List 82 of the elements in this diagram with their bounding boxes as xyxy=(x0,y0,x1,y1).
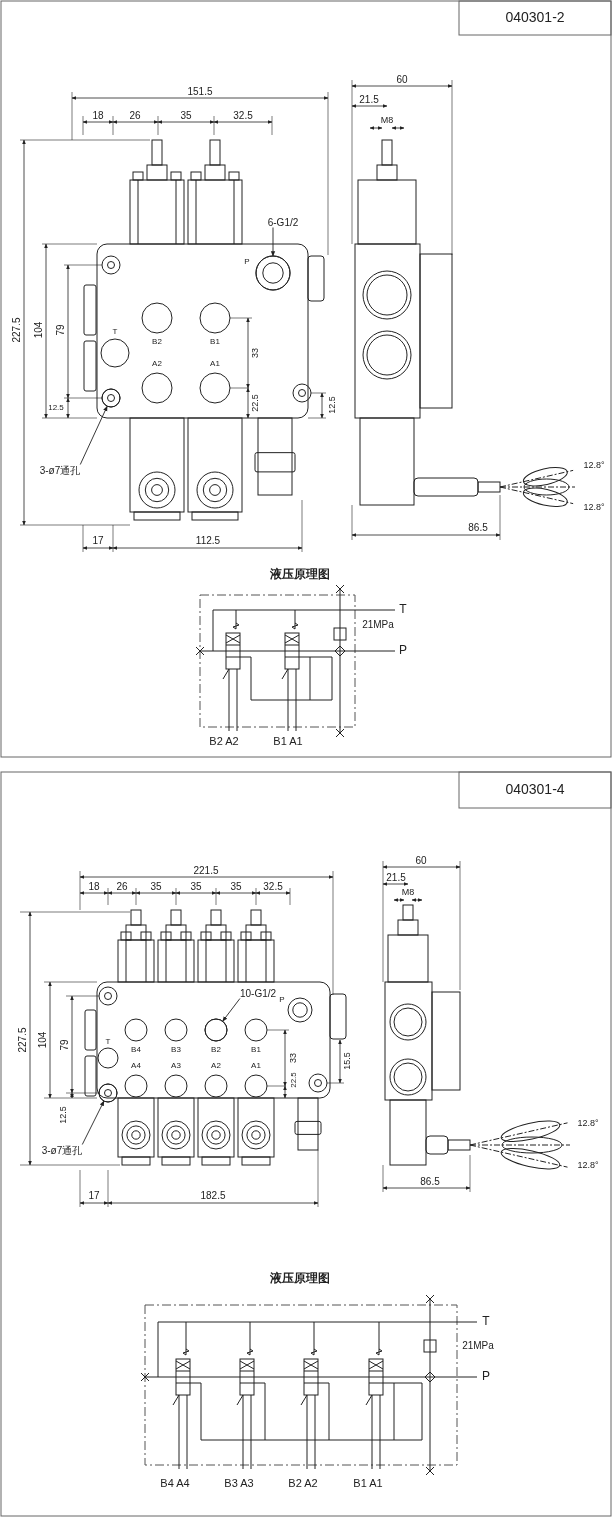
note-text: 10-G1/2 xyxy=(239,987,277,999)
angle-value: 12.8° xyxy=(583,503,605,513)
dimension-value: 12.5 xyxy=(328,396,338,414)
dimension-value: 182.5 xyxy=(200,1189,226,1201)
dimension-value: 12.5 xyxy=(48,403,64,413)
dimension-value: 35 xyxy=(150,880,162,892)
note-text: 6-G1/2 xyxy=(267,216,299,228)
port-label: A2 xyxy=(211,1061,221,1071)
dimension-value: 33 xyxy=(251,348,261,358)
port-label: T xyxy=(105,1037,111,1047)
dimension-value: 21.5 xyxy=(386,871,406,883)
dimension-value: 227.5 xyxy=(10,317,22,343)
thread-size: M8 xyxy=(380,116,394,126)
port-pair-label: B2 A2 xyxy=(209,734,239,748)
dimension-value: 60 xyxy=(396,73,408,85)
pressure-value: 21MPa xyxy=(362,618,394,630)
angle-value: 12.8° xyxy=(583,461,605,471)
dimension-value: 35 xyxy=(180,109,192,121)
dimension-value: 112.5 xyxy=(195,534,221,546)
dimension-value: 32.5 xyxy=(233,109,253,121)
port-label: B2 xyxy=(152,337,162,347)
dimension-value: 104 xyxy=(36,1031,48,1049)
mounting-hole xyxy=(98,1083,118,1103)
port-pair-label: B2 A2 xyxy=(288,1476,318,1490)
port-pair-label: B4 A4 xyxy=(160,1476,190,1490)
dimension-value: 35 xyxy=(230,880,242,892)
schematic-title: 液压原理图 xyxy=(270,568,330,582)
port-label: B1 xyxy=(210,337,220,347)
dimension-value: 227.5 xyxy=(16,1027,28,1053)
dimension-value: 18 xyxy=(88,880,100,892)
dimension-value: 21.5 xyxy=(359,93,379,105)
port-label: B4 xyxy=(131,1045,141,1055)
dimension-value: 86.5 xyxy=(420,1175,440,1187)
dimension-value: 151.5 xyxy=(187,85,213,97)
dimension-value: 17 xyxy=(88,1189,100,1201)
mounting-hole xyxy=(101,388,121,408)
angle-value: 12.8° xyxy=(577,1161,599,1171)
port-label: B1 xyxy=(251,1045,261,1055)
thread-size: M8 xyxy=(401,888,415,898)
port-label: P xyxy=(399,644,407,658)
note-text: 3-ø7通孔 xyxy=(39,464,81,476)
port-label: T xyxy=(399,603,407,617)
port-pair-label: B1 A1 xyxy=(273,734,303,748)
port-opening xyxy=(204,1018,228,1042)
dimension-value: 26 xyxy=(129,109,141,121)
dimension-value: 33 xyxy=(289,1053,299,1063)
dimension-value: 12.5 xyxy=(59,1106,69,1124)
angle-value: 12.8° xyxy=(577,1119,599,1129)
dimension-value: 60 xyxy=(415,854,427,866)
dimension-value: 35 xyxy=(190,880,202,892)
port-label: B3 xyxy=(171,1045,181,1055)
pressure-value: 21MPa xyxy=(462,1339,494,1351)
port-label: B2 xyxy=(211,1045,221,1055)
port-label: A2 xyxy=(152,359,162,369)
dimension-value: 79 xyxy=(58,1039,70,1051)
port-pair-label: B1 A1 xyxy=(353,1476,383,1490)
drawing-number: 040301-4 xyxy=(505,782,565,798)
port-label: A3 xyxy=(171,1061,181,1071)
dimension-value: 15.5 xyxy=(343,1052,353,1070)
port-label: A1 xyxy=(251,1061,261,1071)
port-label: A1 xyxy=(210,359,220,369)
dimension-value: 17 xyxy=(92,534,104,546)
dimension-value: 32.5 xyxy=(263,880,283,892)
port-label: P xyxy=(279,995,285,1005)
port-label: T xyxy=(482,1315,490,1329)
note-text: 3-ø7通孔 xyxy=(41,1144,83,1156)
dimension-value: 26 xyxy=(116,880,128,892)
drawing-number: 040301-2 xyxy=(505,10,565,26)
port-opening xyxy=(255,255,291,291)
dimension-value: 18 xyxy=(92,109,104,121)
port-label: T xyxy=(112,327,118,337)
port-label: A4 xyxy=(131,1061,141,1071)
dimension-value: 86.5 xyxy=(468,521,488,533)
port-label: P xyxy=(482,1370,490,1384)
schematic-title: 液压原理图 xyxy=(270,1272,330,1286)
dimension-value: 104 xyxy=(32,321,44,339)
port-pair-label: B3 A3 xyxy=(224,1476,254,1490)
port-label: P xyxy=(244,257,250,267)
dimension-value: 79 xyxy=(54,324,66,336)
dimension-value: 22.5 xyxy=(289,1072,299,1088)
dimension-value: 221.5 xyxy=(193,864,219,876)
dimension-value: 22.5 xyxy=(251,394,261,412)
